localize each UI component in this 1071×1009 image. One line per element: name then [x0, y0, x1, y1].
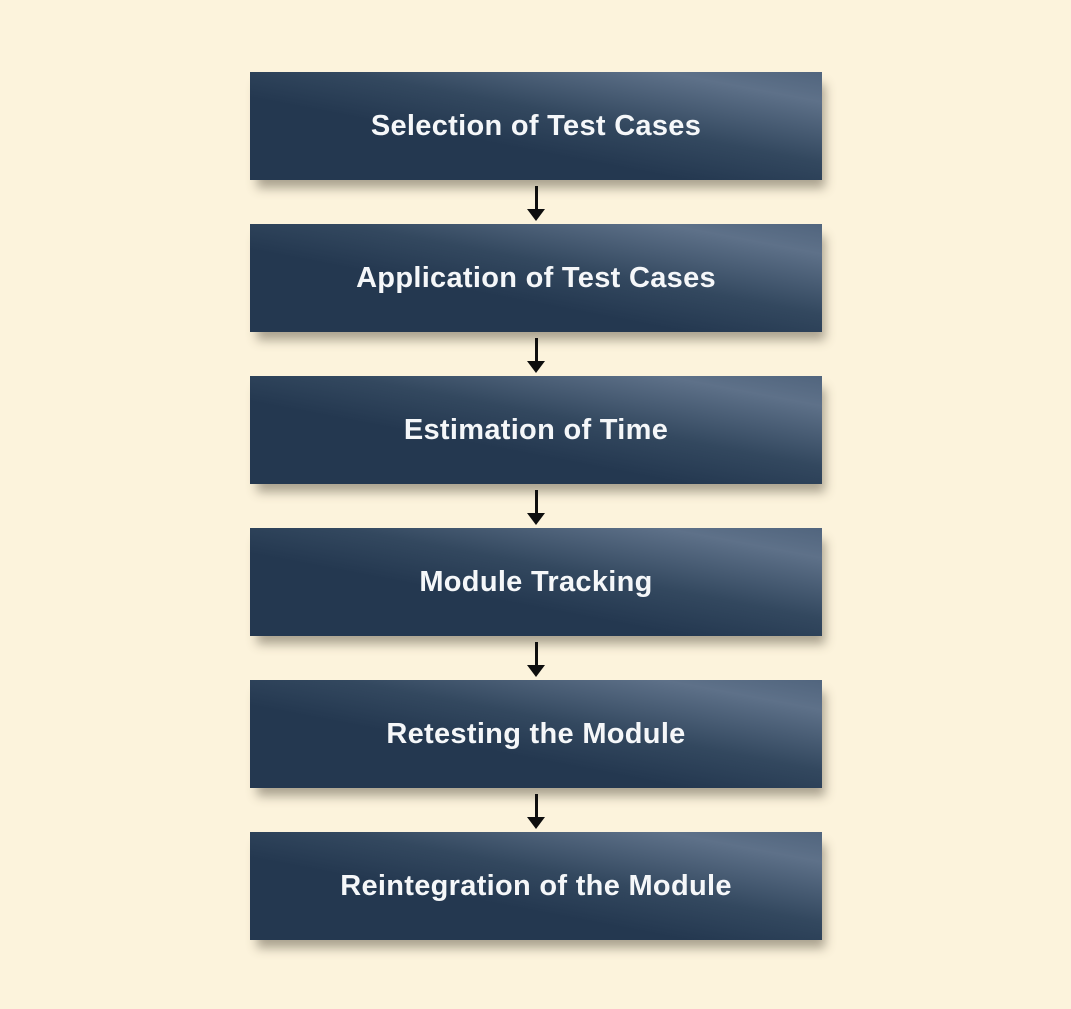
flow-step-selection-of-test-cases: Selection of Test Cases — [250, 72, 822, 180]
arrow-line — [534, 793, 538, 818]
arrow-head — [527, 664, 545, 677]
flow-step-label: Retesting the Module — [386, 717, 686, 750]
flow-step-label: Module Tracking — [419, 565, 653, 598]
flow-step-label: Reintegration of the Module — [340, 869, 732, 902]
arrow-line — [534, 337, 538, 362]
down-arrow-icon — [527, 332, 545, 376]
arrow-head — [527, 512, 545, 525]
arrow-line — [534, 641, 538, 666]
arrow-head — [527, 208, 545, 221]
flow-step-label: Selection of Test Cases — [370, 109, 702, 142]
down-arrow-icon — [527, 636, 545, 680]
down-arrow-icon — [527, 788, 545, 832]
arrow-head — [527, 360, 545, 373]
arrow-line — [534, 185, 538, 210]
flowchart: Selection of Test Cases Application of T… — [250, 72, 822, 940]
flow-step-label: Application of Test Cases — [356, 261, 716, 294]
flow-step-estimation-of-time: Estimation of Time — [250, 376, 822, 484]
down-arrow-icon — [527, 484, 545, 528]
flow-step-application-of-test-cases: Application of Test Cases — [250, 224, 822, 332]
arrow-head — [527, 816, 545, 829]
flow-step-reintegration-of-the-module: Reintegration of the Module — [250, 832, 822, 940]
arrow-line — [534, 489, 538, 514]
flow-step-retesting-the-module: Retesting the Module — [250, 680, 822, 788]
flow-step-module-tracking: Module Tracking — [250, 528, 822, 636]
flow-step-label: Estimation of Time — [403, 413, 669, 446]
down-arrow-icon — [527, 180, 545, 224]
